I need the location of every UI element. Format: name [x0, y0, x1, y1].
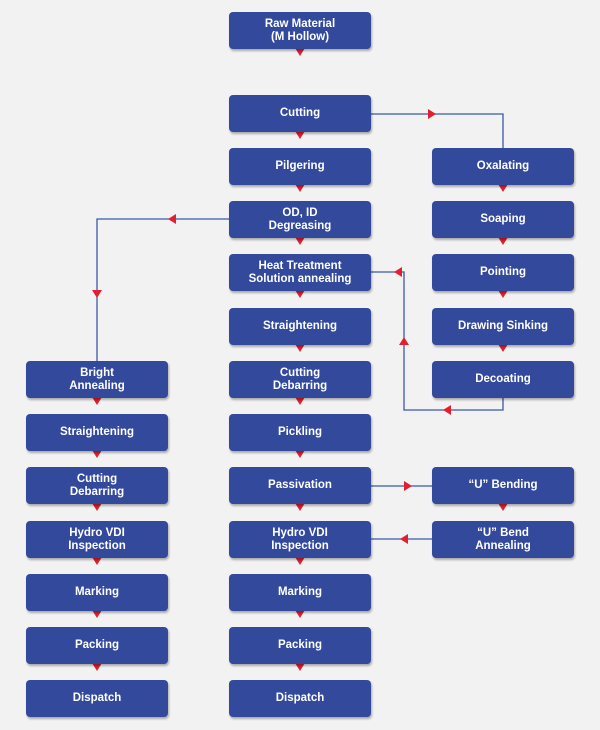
- step-drawing-sinking: Drawing Sinking: [432, 308, 574, 345]
- right-flow-arrow-1: [498, 184, 508, 192]
- left-flow-arrow-6: [92, 663, 102, 671]
- center-flow-arrow-9: [295, 503, 305, 511]
- center-flow-arrow-6: [295, 344, 305, 352]
- step-bright-annealing: Bright Annealing: [26, 361, 168, 398]
- step-cutting: Cutting: [229, 95, 371, 132]
- center-flow-arrow-8: [295, 450, 305, 458]
- left-flow-arrow-2: [92, 450, 102, 458]
- step-passivation: Passivation: [229, 467, 371, 504]
- link-decoating-arrow-in: [394, 267, 402, 277]
- center-flow-arrow-4: [295, 237, 305, 245]
- right-flow-arrow-4: [498, 344, 508, 352]
- step-raw-material: Raw Material (M Hollow): [229, 12, 371, 49]
- step-hydro-left: Hydro VDI Inspection: [26, 521, 168, 558]
- step-straightening-left: Straightening: [26, 414, 168, 451]
- step-u-bending: “U” Bending: [432, 467, 574, 504]
- link-cutting-oxalating-arrow: [428, 109, 436, 119]
- step-marking-left: Marking: [26, 574, 168, 611]
- step-heat-treatment: Heat Treatment Solution annealing: [229, 254, 371, 291]
- link-degreasing-bright-arrow-v: [92, 290, 102, 298]
- center-flow-arrow-7: [295, 397, 305, 405]
- u-bending-down-arrow: [498, 503, 508, 511]
- left-flow-arrow-5: [92, 610, 102, 618]
- step-degreasing: OD, ID Degreasing: [229, 201, 371, 238]
- step-marking-center: Marking: [229, 574, 371, 611]
- link-decoating-arrow-v: [399, 337, 409, 345]
- step-cutting-debarring-center: Cutting Debarring: [229, 361, 371, 398]
- step-soaping: Soaping: [432, 201, 574, 238]
- left-flow-arrow-4: [92, 557, 102, 565]
- left-flow-arrow-3: [92, 503, 102, 511]
- link-decoating-heat-treatment: [371, 271, 504, 411]
- link-degreasing-bright-arrow-h: [168, 214, 176, 224]
- step-hydro-center: Hydro VDI Inspection: [229, 521, 371, 558]
- step-u-bend-annealing: “U” Bend Annealing: [432, 521, 574, 558]
- link-passivation-arrow: [404, 481, 412, 491]
- step-straightening-center: Straightening: [229, 308, 371, 345]
- center-flow-arrow-12: [295, 663, 305, 671]
- center-flow-arrow-3: [295, 184, 305, 192]
- step-dispatch-left: Dispatch: [26, 680, 168, 717]
- step-cutting-debarring-left: Cutting Debarring: [26, 467, 168, 504]
- step-pickling: Pickling: [229, 414, 371, 451]
- step-pilgering: Pilgering: [229, 148, 371, 185]
- right-flow-arrow-3: [498, 290, 508, 298]
- center-flow-arrow-5: [295, 290, 305, 298]
- center-flow-arrow-10: [295, 557, 305, 565]
- center-flow-arrow-2: [295, 131, 305, 139]
- arrowheads: [92, 48, 508, 671]
- step-oxalating: Oxalating: [432, 148, 574, 185]
- link-degreasing-bright-annealing: [96, 218, 229, 361]
- step-decoating: Decoating: [432, 361, 574, 398]
- link-decoating-arrow-h: [443, 405, 451, 415]
- center-flow-arrow-1: [295, 48, 305, 56]
- step-packing-center: Packing: [229, 627, 371, 664]
- right-flow-arrow-2: [498, 237, 508, 245]
- step-dispatch-center: Dispatch: [229, 680, 371, 717]
- step-pointing: Pointing: [432, 254, 574, 291]
- left-flow-arrow-1: [92, 397, 102, 405]
- link-u-bend-annealing-arrow: [400, 534, 408, 544]
- center-flow-arrow-11: [295, 610, 305, 618]
- step-packing-left: Packing: [26, 627, 168, 664]
- link-cutting-oxalating: [371, 113, 504, 148]
